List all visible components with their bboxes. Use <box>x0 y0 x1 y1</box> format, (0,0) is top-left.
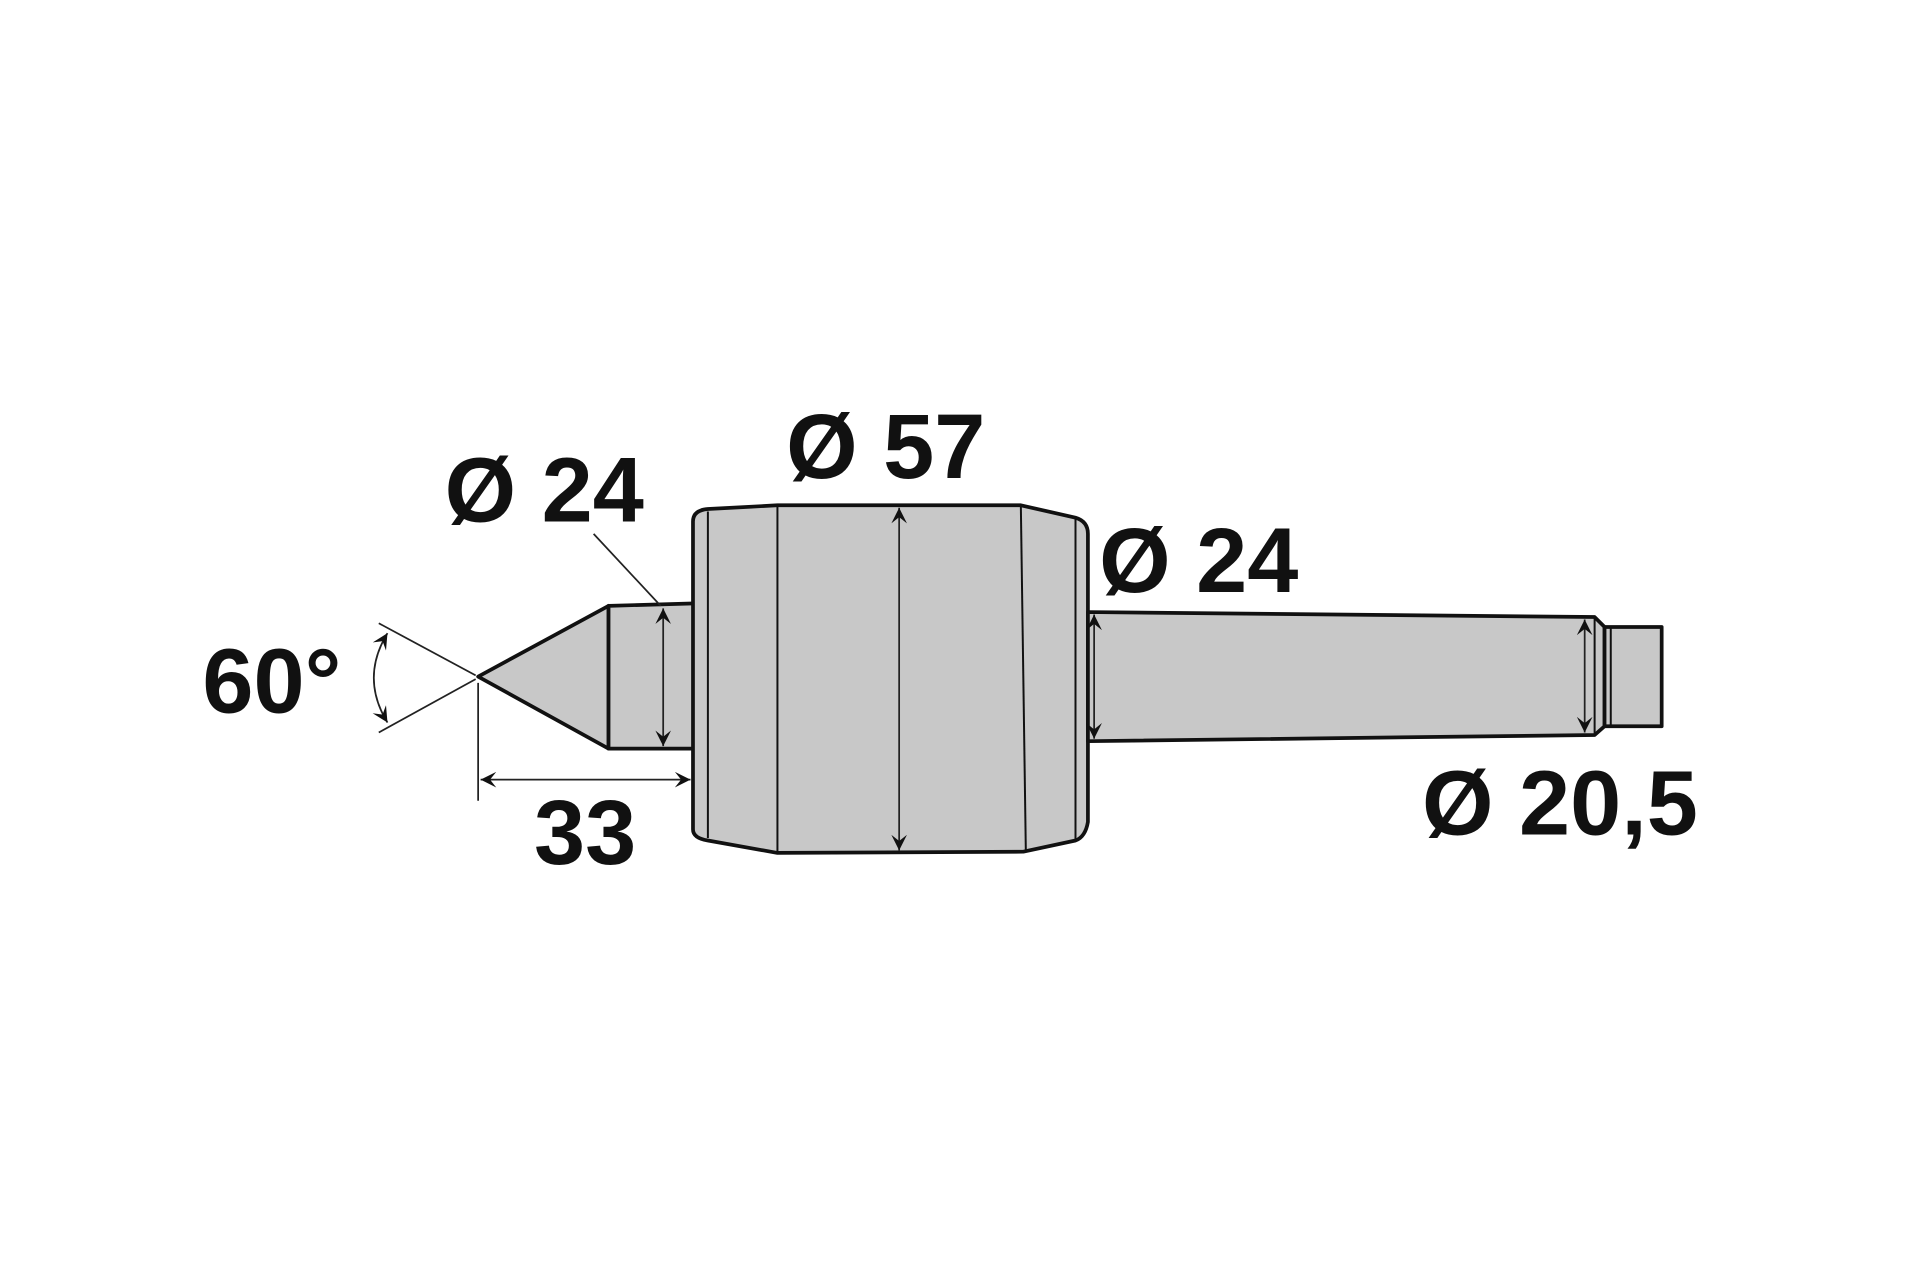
angle-arc <box>372 632 389 724</box>
label-point-angle: 60° <box>202 631 341 733</box>
body-edge-3 <box>1019 506 1027 851</box>
angle-extension-bottom <box>378 678 477 734</box>
label-shank-diameter: Ø 24 <box>1099 510 1298 612</box>
label-tip-length: 33 <box>534 782 636 884</box>
cone-point <box>476 603 611 751</box>
label-body-diameter: Ø 57 <box>786 396 985 498</box>
tang <box>1602 625 1664 729</box>
angle-extension-top <box>378 622 477 677</box>
pilot-cylinder <box>606 601 698 751</box>
label-tip-diameter: Ø 24 <box>445 439 644 541</box>
taper-shank <box>1086 610 1607 744</box>
label-taper-diameter: Ø 20,5 <box>1422 752 1698 854</box>
leader-line <box>592 533 662 607</box>
main-body <box>691 503 1090 855</box>
